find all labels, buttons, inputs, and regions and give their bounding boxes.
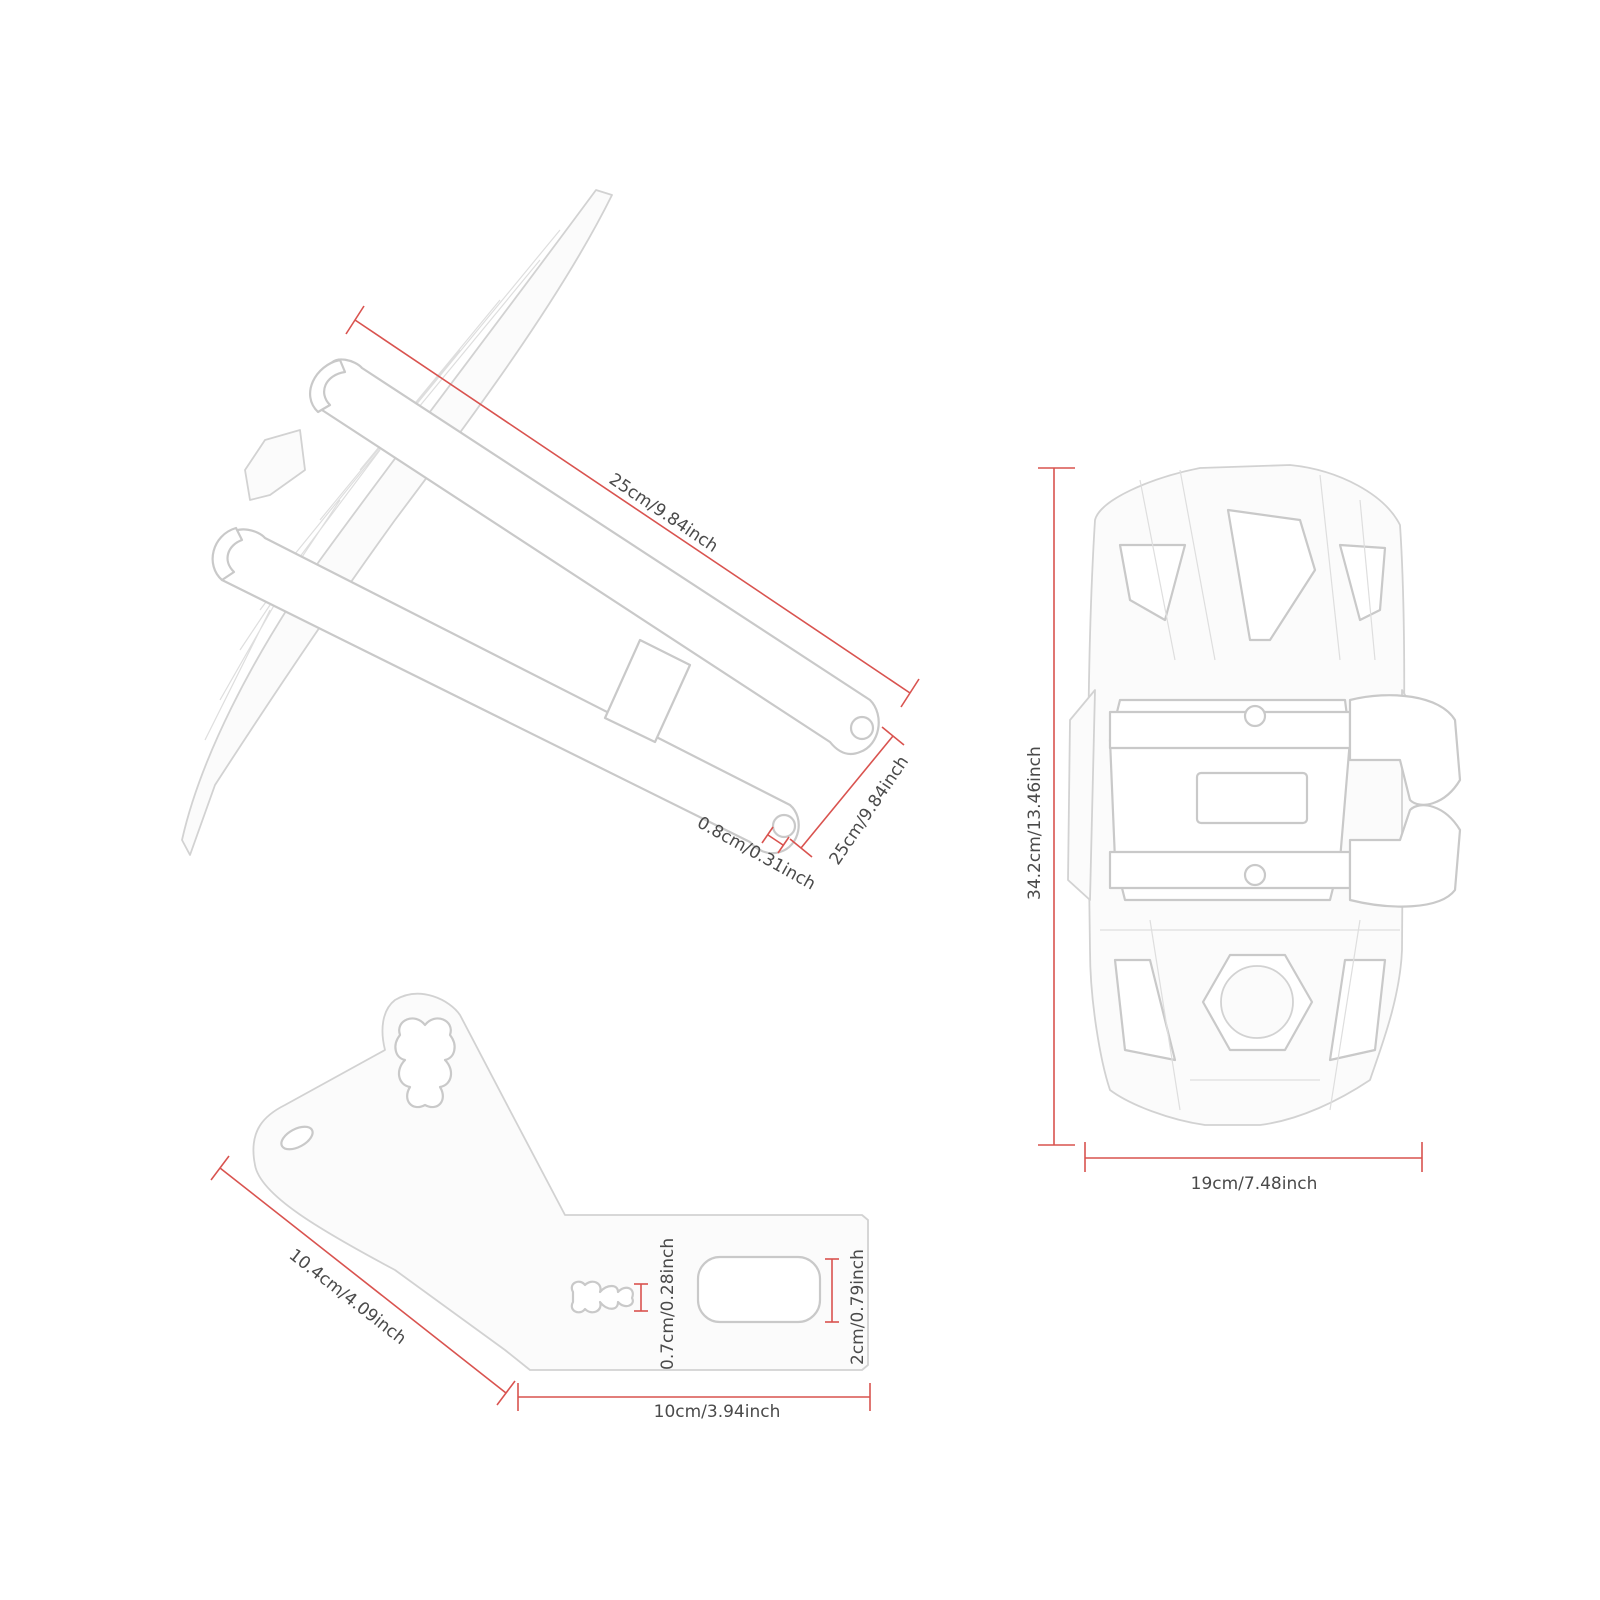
fender-width-dimension: 19cm/7.48inch <box>1084 1142 1423 1194</box>
plate-width-label: 10cm/3.94inch <box>654 1402 781 1422</box>
hole-diameter-tick-end <box>777 836 790 854</box>
bracket-length-tick-end <box>900 678 920 708</box>
plate-diagonal-tick-end <box>496 1380 516 1406</box>
bracket-width-tick-end <box>789 838 813 858</box>
bracket-rear-loop-lower <box>211 526 244 582</box>
fender-top-cutout-center <box>1226 508 1317 642</box>
bracket-length-line <box>354 319 911 694</box>
plate-left-oval-hole <box>280 1125 314 1151</box>
fender-reflector <box>1220 965 1294 1039</box>
bracket-width-tick-start <box>881 726 905 746</box>
plate-top-slot-chain <box>394 1017 456 1109</box>
fender-width-label: 19cm/7.48inch <box>1191 1174 1318 1194</box>
fender-side-loop-lower <box>1348 804 1462 908</box>
bracket-mount-tab <box>244 429 306 501</box>
plate-large-slot <box>696 1255 822 1324</box>
fender-lower-pattern <box>1100 919 1400 1111</box>
fender-side-loop <box>1348 694 1462 806</box>
bracket-rear-loop-upper <box>308 358 347 414</box>
fender-top-cutout-right <box>1338 543 1387 622</box>
bracket-width-label: 25cm/9.84inch <box>826 753 913 869</box>
fender-left-flange <box>1067 689 1096 901</box>
fender-lower-facet-left <box>1113 958 1177 1062</box>
bracket-assembly <box>181 189 880 856</box>
slot-small-dimension: 0.7cm/0.28inch <box>634 1238 678 1370</box>
slot-large-dimension: 2cm/0.79inch <box>825 1249 868 1365</box>
fender-lower-facet-right <box>1328 958 1387 1062</box>
plate-diagonal-tick-start <box>210 1155 230 1181</box>
fender-assembly <box>1067 464 1462 1126</box>
mounting-plate <box>252 992 869 1371</box>
plate-small-slot <box>570 1280 634 1314</box>
plate-diagonal-line <box>219 1167 507 1394</box>
bracket-cross-brace <box>603 638 692 744</box>
hole-diameter-tick-start <box>761 826 774 844</box>
bracket-lower-arm <box>214 528 800 855</box>
fender-height-label: 34.2cm/13.46inch <box>1025 746 1045 900</box>
slot-large-label: 2cm/0.79inch <box>848 1249 868 1365</box>
bracket-lower-hole <box>771 813 797 839</box>
hole-diameter-line <box>767 834 784 846</box>
fender-lower-clamp <box>1108 850 1352 890</box>
fender-lower-bolt <box>1243 863 1267 887</box>
fender-plate-light <box>1195 771 1309 825</box>
fender-upper-bolt <box>1243 704 1267 728</box>
bracket-length-tick-start <box>345 305 365 335</box>
fender-top-cutout-left <box>1118 543 1187 622</box>
fender-top-pattern <box>1139 469 1376 661</box>
bracket-upper-arm <box>314 358 880 756</box>
slot-small-label: 0.7cm/0.28inch <box>658 1238 678 1370</box>
bracket-upper-hole <box>849 715 875 741</box>
bracket-width-line <box>800 735 894 849</box>
plate-width-dimension: 10cm/3.94inch <box>517 1383 871 1422</box>
fender-height-dimension: 34.2cm/13.46inch <box>1025 467 1075 1146</box>
fender-upper-clamp <box>1108 710 1352 750</box>
